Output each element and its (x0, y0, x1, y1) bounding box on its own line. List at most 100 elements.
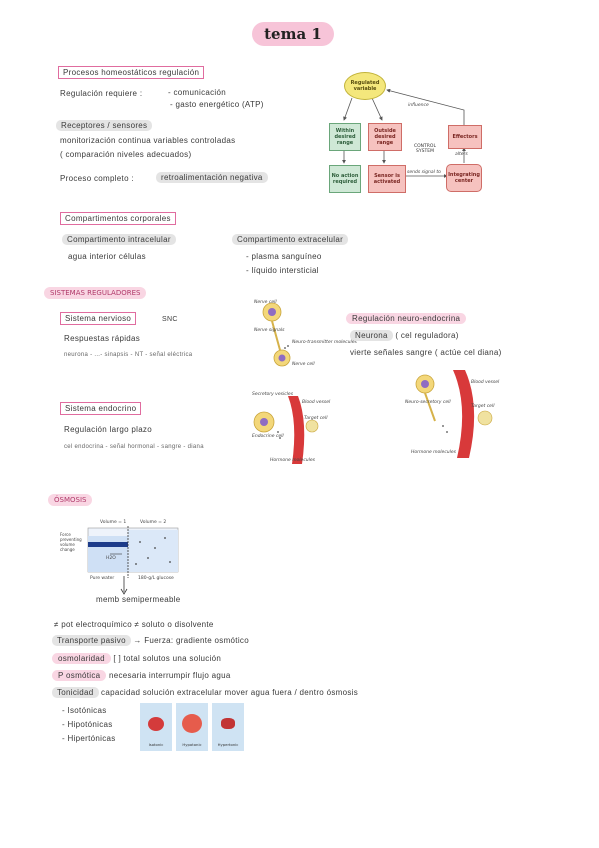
monitor-line-2: ( comparación niveles adecuados) (60, 150, 192, 159)
tonicity-item-1: - Isotónicas (62, 706, 107, 715)
diagram-arrows (342, 88, 466, 178)
endocrine-cell-label: Endocrine cell (252, 434, 284, 439)
neuron-line: Neurona ( cel reguladora) (350, 330, 459, 341)
glucose-label: 180-g/L glucose (138, 576, 174, 581)
effectors-node: Effectors (448, 125, 482, 149)
nerve-cell-figure: Nerve cell Nerve signals Neuro-transmitt… (250, 300, 357, 375)
pure-water-label: Pure water (90, 576, 115, 581)
regulation-label: Regulación requiere : (60, 89, 143, 98)
neuro-target-cell-label: Target cell (471, 404, 495, 409)
secretory-vesicles-label: Secretory vesicles (252, 392, 294, 397)
neuron-chain: neurona - ...- sinapsis - NT - señal elé… (64, 352, 193, 358)
neuro-blood-vessel-label: Blood vessel (471, 380, 500, 385)
extracellular-item-2: - líquido intersticial (246, 266, 319, 275)
endocrine-system-heading: Sistema endocrino (60, 402, 142, 415)
osmotic-pressure-line: P osmótica necesaria interrumpir flujo a… (52, 670, 231, 681)
endocrine-chain: cel endocrina - señal hormonal - sangre … (64, 444, 204, 450)
blood-vessel-label: Blood vessel (302, 400, 331, 405)
hypertonic-label: Hypertonic (217, 742, 239, 747)
sensor-node: Sensor is activated (368, 165, 406, 193)
isotonic-cell (148, 717, 164, 731)
vierte-rest: ( actúe cel diana) (434, 348, 502, 357)
endocrine-figure: Secretory vesicles Endocrine cell Blood … (250, 392, 330, 466)
passive-transport-term: Transporte pasivo (52, 635, 131, 646)
neuron-rest: ( cel reguladora) (395, 331, 459, 340)
nerve-cell-label: Nerve cell (254, 300, 277, 305)
vierte-term: vierte señales sangre (350, 348, 433, 357)
osmosis-figure: Volume = 1 Volume = 2 Force preventing v… (60, 518, 180, 588)
receptors-heading: Receptores / sensores (56, 120, 153, 131)
tonicity-line: Tonicidad capacidad solución extracelula… (52, 687, 359, 698)
membrane-arrow (120, 576, 128, 595)
long-term-regulation: Regulación largo plazo (64, 425, 152, 434)
intracellular-heading: Compartimento intracelular (62, 234, 176, 245)
control-system-diagram: Regulated variable Within desired range … (322, 70, 492, 205)
neurotransmitter-label: Neuro-transmitter molecules (292, 340, 357, 345)
section-heading-compartments: Compartimentos corporales (60, 212, 176, 225)
regulated-variable-node: Regulated variable (344, 72, 386, 100)
tonicity-cells-figure: Isotonic Hypotonic Hypertonic (140, 703, 245, 751)
intracellular-desc: agua interior células (68, 252, 146, 261)
outside-range-node: Outside desired range (368, 123, 402, 151)
neuro-hormone-label: Hormone molecules (411, 450, 457, 455)
nervous-system-heading: Sistema nervioso (60, 312, 137, 325)
osmolarity-term: osmolaridad (52, 653, 111, 664)
volume-1-label: Volume = 1 (100, 520, 127, 525)
sends-signal-label: sends signal to (407, 170, 441, 175)
monitor-line-1: monitorización continua variables contro… (60, 136, 236, 145)
target-nerve-cell-label: Nerve cell (292, 362, 315, 367)
process-label: Proceso completo : (60, 174, 134, 183)
section-heading-homeostatic: Procesos homeostáticos regulación (58, 66, 205, 79)
neuroendocrine-heading: Regulación neuro-endocrina (346, 313, 467, 324)
requirement-1: - comunicación (168, 88, 227, 97)
control-system-label: CONTROL SYSTEM (414, 144, 436, 154)
neuroendocrine-figure: Neuro-secretory cell Blood vessel Target… (405, 366, 499, 464)
osmosis-illustration (87, 526, 179, 578)
osmolarity-rest: [ ] total solutos una solución (113, 654, 222, 663)
influence-label: influence (408, 103, 429, 108)
nerve-cell-illustration (262, 302, 291, 367)
tonicity-item-3: - Hipertónicas (62, 734, 116, 743)
process-value: retroalimentación negativa (156, 172, 268, 183)
page-title: tema 1 (252, 22, 334, 46)
neuroendocrine-illustration (415, 370, 493, 458)
hypertonic-panel: Hypertonic (212, 703, 244, 751)
section-heading-regulatory-systems: SISTEMAS REGULADORES (44, 287, 147, 299)
passive-transport-rest: Fuerza: gradiente osmótico (144, 636, 249, 645)
force-label: Force preventing volume change (60, 532, 82, 552)
nerve-signals-label: Nerve signals (254, 328, 285, 333)
hormone-molecules-label: Hormone molecules (270, 458, 316, 463)
hypotonic-cell (182, 714, 202, 733)
neuron-term: Neurona (350, 330, 393, 341)
endocrine-illustration (253, 396, 319, 464)
tonicity-item-2: - Hipotónicas (62, 720, 113, 729)
alters-label: alters (455, 152, 468, 157)
hypotonic-panel: Hypotonic (176, 703, 208, 751)
volume-2-label: Volume = 2 (140, 520, 167, 525)
section-heading-osmosis: ÓSMOSIS (48, 494, 93, 506)
tonicity-rest: capacidad solución extracelular mover ag… (101, 688, 359, 697)
integrating-center-node: Integrating center (446, 164, 482, 192)
requirement-2: - gasto energético (ATP) (170, 100, 264, 109)
isotonic-label: Isotonic (148, 742, 164, 747)
neurosecretory-cell-label: Neuro-secretory cell (405, 400, 451, 405)
vierte-line: vierte señales sangre ( actúe cel diana) (350, 348, 502, 357)
osmolarity-line: osmolaridad [ ] total solutos una soluci… (52, 653, 222, 664)
extracellular-heading: Compartimento extracelular (232, 234, 349, 245)
no-action-node: No action required (329, 165, 361, 193)
extracellular-item-1: - plasma sanguíneo (246, 252, 322, 261)
hypotonic-label: Hypotonic (182, 742, 202, 747)
membrane-label: memb semipermeable (96, 595, 181, 604)
h2o-label: H2O (106, 556, 116, 561)
target-cell-label: Target cell (304, 416, 328, 421)
osmotic-pressure-rest: necesaria interrumpir flujo agua (108, 671, 231, 680)
tonicity-term: Tonicidad (52, 687, 99, 698)
osmosis-line-1: ≠ pot electroquímico ≠ soluto o disolven… (54, 620, 214, 629)
isotonic-panel: Isotonic (140, 703, 172, 751)
osmotic-pressure-term: P osmótica (52, 670, 107, 681)
snc-label: SNC (162, 316, 178, 323)
rapid-responses: Respuestas rápidas (64, 334, 141, 343)
within-range-node: Within desired range (329, 123, 361, 151)
hypertonic-cell (221, 718, 235, 729)
transport-line: Transporte pasivo → Fuerza: gradiente os… (52, 635, 249, 646)
